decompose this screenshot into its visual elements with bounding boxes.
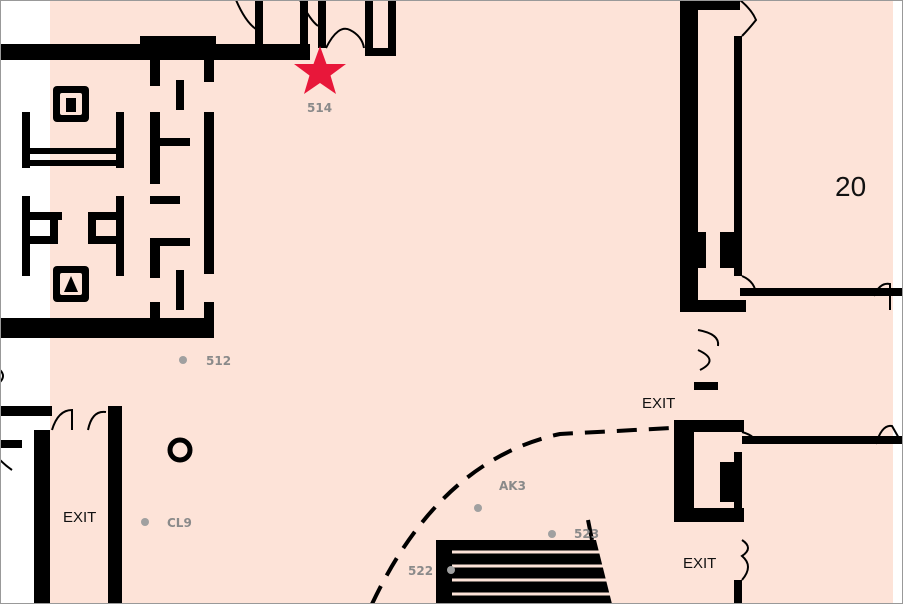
left-corridor [0, 330, 50, 410]
point-523-label: 523 [574, 527, 599, 541]
point-522-dot [447, 566, 455, 574]
point-522-label: 522 [408, 564, 433, 578]
exit-label-left: EXIT [63, 509, 96, 526]
circle-column-icon [167, 437, 193, 463]
elevator-icon[interactable] [53, 266, 89, 302]
point-523-dot [548, 530, 556, 538]
exit-label-bottom-right: EXIT [683, 555, 716, 572]
escalator [436, 519, 612, 604]
dashed-boundary [370, 426, 673, 604]
exit-label-center: EXIT [642, 395, 675, 412]
point-512-label: 512 [206, 354, 231, 368]
point-ak3-label: AK3 [499, 479, 526, 493]
zone-number: 20 [835, 171, 866, 202]
point-cl9-dot [141, 518, 149, 526]
star-marker-icon[interactable] [294, 46, 346, 94]
door-arcs [0, 0, 901, 581]
elevator-icon[interactable] [53, 86, 89, 122]
main-floor [50, 0, 680, 604]
point-512-dot [179, 356, 187, 364]
point-markers [141, 356, 556, 574]
point-ak3-dot [474, 504, 482, 512]
point-cl9-label: CL9 [167, 516, 192, 530]
marker-label: 514 [307, 101, 332, 115]
